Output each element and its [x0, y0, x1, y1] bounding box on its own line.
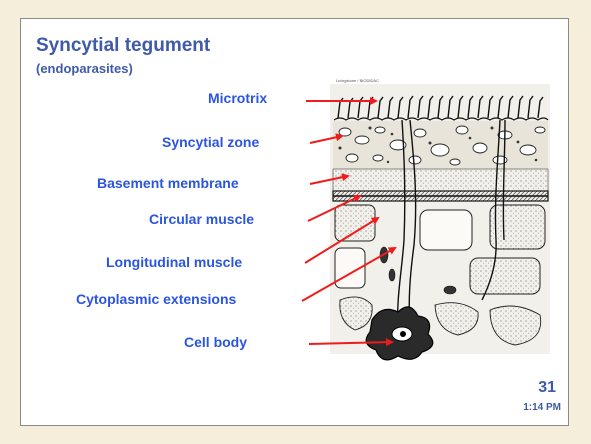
image-credit: Livingstone / BIODIDAC: [336, 78, 379, 83]
tissue-illustration: Livingstone / BIODIDAC: [330, 78, 550, 360]
basement-membrane-layer: [333, 169, 548, 191]
